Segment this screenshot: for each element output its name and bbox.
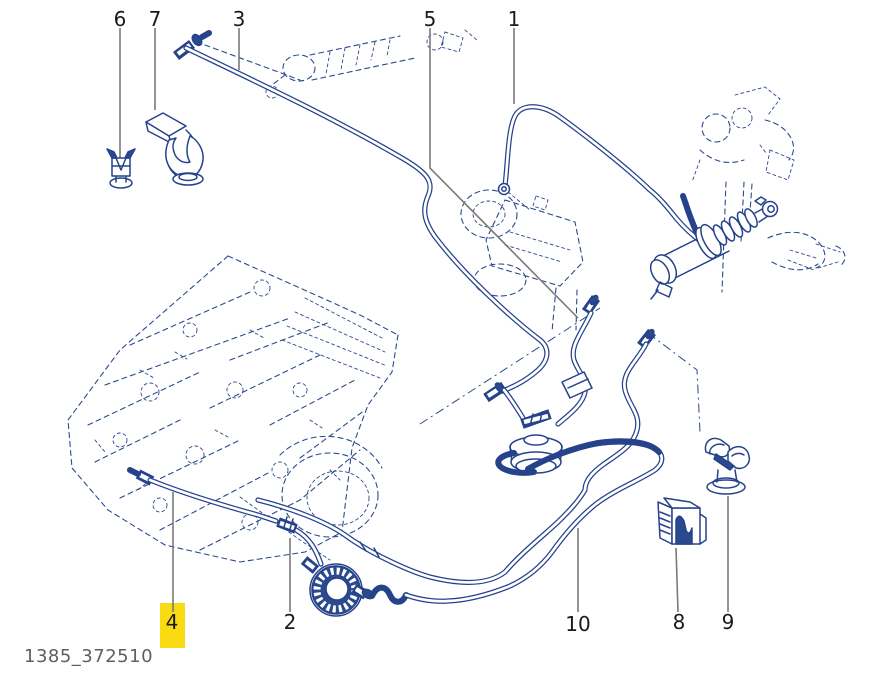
part-6-clip	[106, 148, 136, 189]
callout-2[interactable]: 2	[284, 610, 297, 634]
part-7-bracket	[145, 112, 204, 186]
leader-line-8	[675, 547, 679, 613]
part-4-pipe	[127, 467, 298, 534]
callouts: 6 7 3 5 1 4 2 10 8 9	[114, 7, 735, 648]
engine-block-ghost	[67, 255, 399, 563]
callout-8[interactable]: 8	[673, 610, 686, 634]
leader-line-5	[429, 28, 579, 319]
part-5-pipe	[555, 294, 601, 427]
reservoir-ghost	[460, 189, 584, 333]
callout-1[interactable]: 1	[508, 7, 521, 31]
callout-7[interactable]: 7	[149, 7, 162, 31]
part-1-hose	[497, 104, 706, 246]
drawing-code: 1385_372510	[24, 646, 153, 667]
part-9-clip	[704, 437, 751, 495]
leader-lines	[119, 28, 729, 613]
callout-6[interactable]: 6	[114, 7, 127, 31]
callout-5[interactable]: 5	[424, 7, 437, 31]
part-8-clip	[657, 497, 707, 545]
callout-3[interactable]: 3	[233, 7, 246, 31]
damper-drum	[495, 409, 563, 476]
part-10-pipe	[255, 328, 656, 585]
top-assembly-ghost	[265, 29, 478, 99]
part-2-hose	[293, 438, 665, 617]
clutch-cylinder	[649, 196, 846, 300]
construction-lines	[204, 44, 701, 433]
callout-4[interactable]: 4	[166, 610, 179, 634]
callout-9[interactable]: 9	[722, 610, 735, 634]
callout-10[interactable]: 10	[565, 612, 590, 636]
part-3-pipe	[173, 30, 550, 421]
